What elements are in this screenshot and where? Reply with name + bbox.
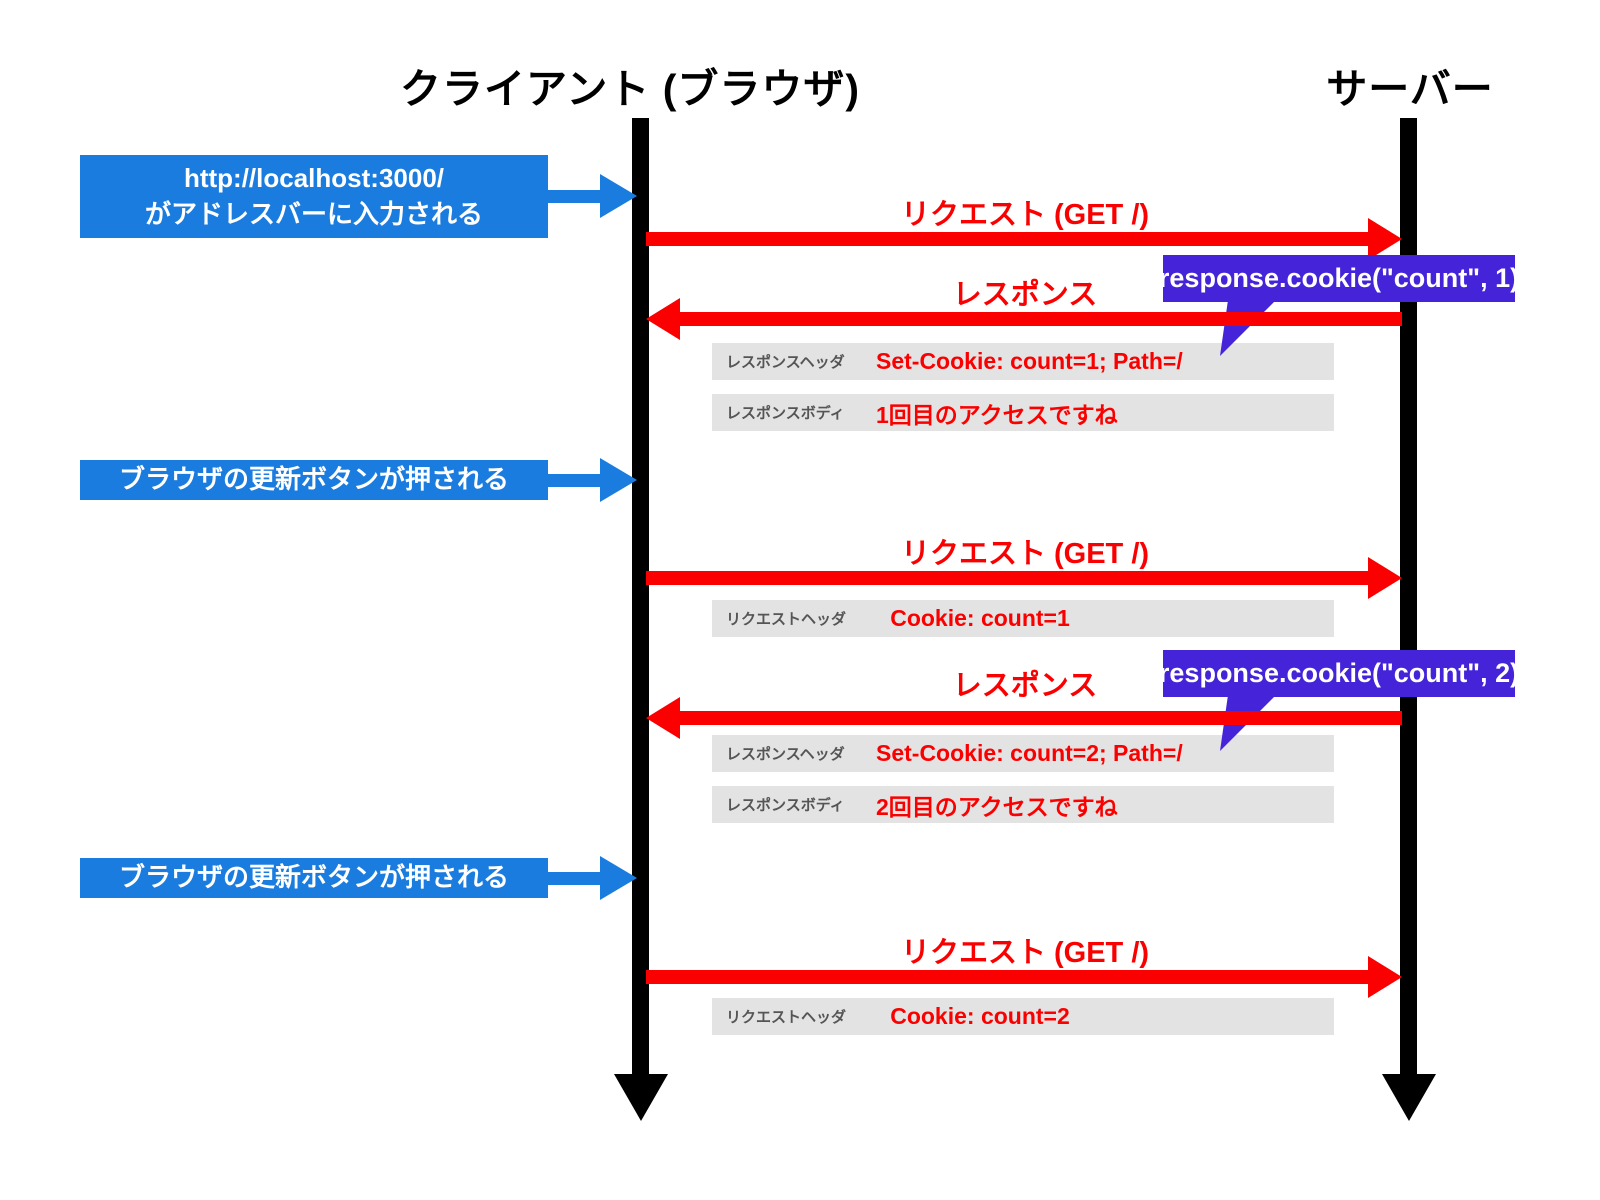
event-url-entered-line2: がアドレスバーに入力される [144, 198, 483, 229]
detail-row-label: レスポンスボディ [726, 405, 845, 422]
event-arrow-head-icon [600, 458, 637, 502]
message-arrowhead-right-icon [1368, 956, 1402, 998]
detail-row-response-header-2: レスポンスヘッダ Set-Cookie: count=2; Path=/ [712, 735, 1334, 772]
event-refresh-2: ブラウザの更新ボタンが押される [80, 858, 548, 898]
message-arrow-request-1 [646, 232, 1368, 246]
event-arrow-bar [548, 190, 600, 203]
event-refresh-2-line1: ブラウザの更新ボタンが押される [118, 862, 509, 893]
detail-row-response-body-1: レスポンスボディ 1回目のアクセスですね [712, 394, 1334, 431]
message-label-response-2: レスポンス [952, 670, 1098, 702]
detail-row-value: Cookie: count=2 [890, 1003, 1070, 1029]
actor-title-server: サーバー [1326, 66, 1494, 112]
message-arrowhead-right-icon [1368, 218, 1402, 260]
lifeline-server [1400, 118, 1417, 1074]
callout-response-cookie-1: response.cookie("count", 1) [1159, 255, 1519, 302]
event-refresh-1: ブラウザの更新ボタンが押される [80, 460, 548, 500]
detail-row-label: レスポンスヘッダ [726, 746, 845, 763]
detail-row-value: 1回目のアクセスですね [876, 401, 1118, 428]
callout-response-cookie-1-text: response.cookie("count", 1) [1158, 263, 1520, 293]
message-label-response-1: レスポンス [952, 279, 1098, 311]
message-arrowhead-left-icon [646, 697, 680, 739]
event-arrow-head-icon [600, 856, 637, 900]
detail-row-request-header-1: リクエストヘッダ Cookie: count=1 [712, 600, 1334, 637]
message-arrow-request-3 [646, 970, 1368, 984]
callout-response-cookie-2: response.cookie("count", 2) [1159, 650, 1519, 697]
message-arrowhead-right-icon [1368, 557, 1402, 599]
lifeline-client [632, 118, 649, 1074]
detail-row-value: Set-Cookie: count=2; Path=/ [876, 740, 1183, 766]
message-arrow-response-2 [680, 711, 1402, 725]
event-arrow-bar [548, 474, 600, 487]
detail-row-response-body-2: レスポンスボディ 2回目のアクセスですね [712, 786, 1334, 823]
lifeline-client-arrowhead-icon [614, 1074, 668, 1121]
message-label-request-2: リクエスト (GET /) [900, 538, 1150, 570]
detail-row-label: レスポンスヘッダ [726, 354, 845, 371]
message-label-request-3: リクエスト (GET /) [900, 937, 1150, 969]
detail-row-label: リクエストヘッダ [726, 611, 847, 628]
message-arrowhead-left-icon [646, 298, 680, 340]
callout-response-cookie-2-text: response.cookie("count", 2) [1158, 658, 1520, 688]
event-url-entered: http://localhost:3000/ がアドレスバーに入力される [80, 155, 548, 238]
detail-row-value: Set-Cookie: count=1; Path=/ [876, 348, 1183, 374]
detail-row-value: 2回目のアクセスですね [876, 793, 1118, 820]
event-refresh-1-line1: ブラウザの更新ボタンが押される [118, 464, 509, 495]
lifeline-server-arrowhead-icon [1382, 1074, 1436, 1121]
detail-row-label: レスポンスボディ [726, 797, 845, 814]
actor-title-client: クライアント (ブラウザ) [399, 66, 861, 112]
event-url-entered-line1: http://localhost:3000/ [183, 163, 445, 194]
message-arrow-response-1 [680, 312, 1402, 326]
event-arrow-head-icon [600, 174, 637, 218]
detail-row-label: リクエストヘッダ [726, 1009, 847, 1026]
detail-row-request-header-2: リクエストヘッダ Cookie: count=2 [712, 998, 1334, 1035]
message-label-request-1: リクエスト (GET /) [900, 199, 1150, 231]
event-arrow-bar [548, 872, 600, 885]
detail-row-response-header-1: レスポンスヘッダ Set-Cookie: count=1; Path=/ [712, 343, 1334, 380]
message-arrow-request-2 [646, 571, 1368, 585]
detail-row-value: Cookie: count=1 [890, 605, 1070, 631]
